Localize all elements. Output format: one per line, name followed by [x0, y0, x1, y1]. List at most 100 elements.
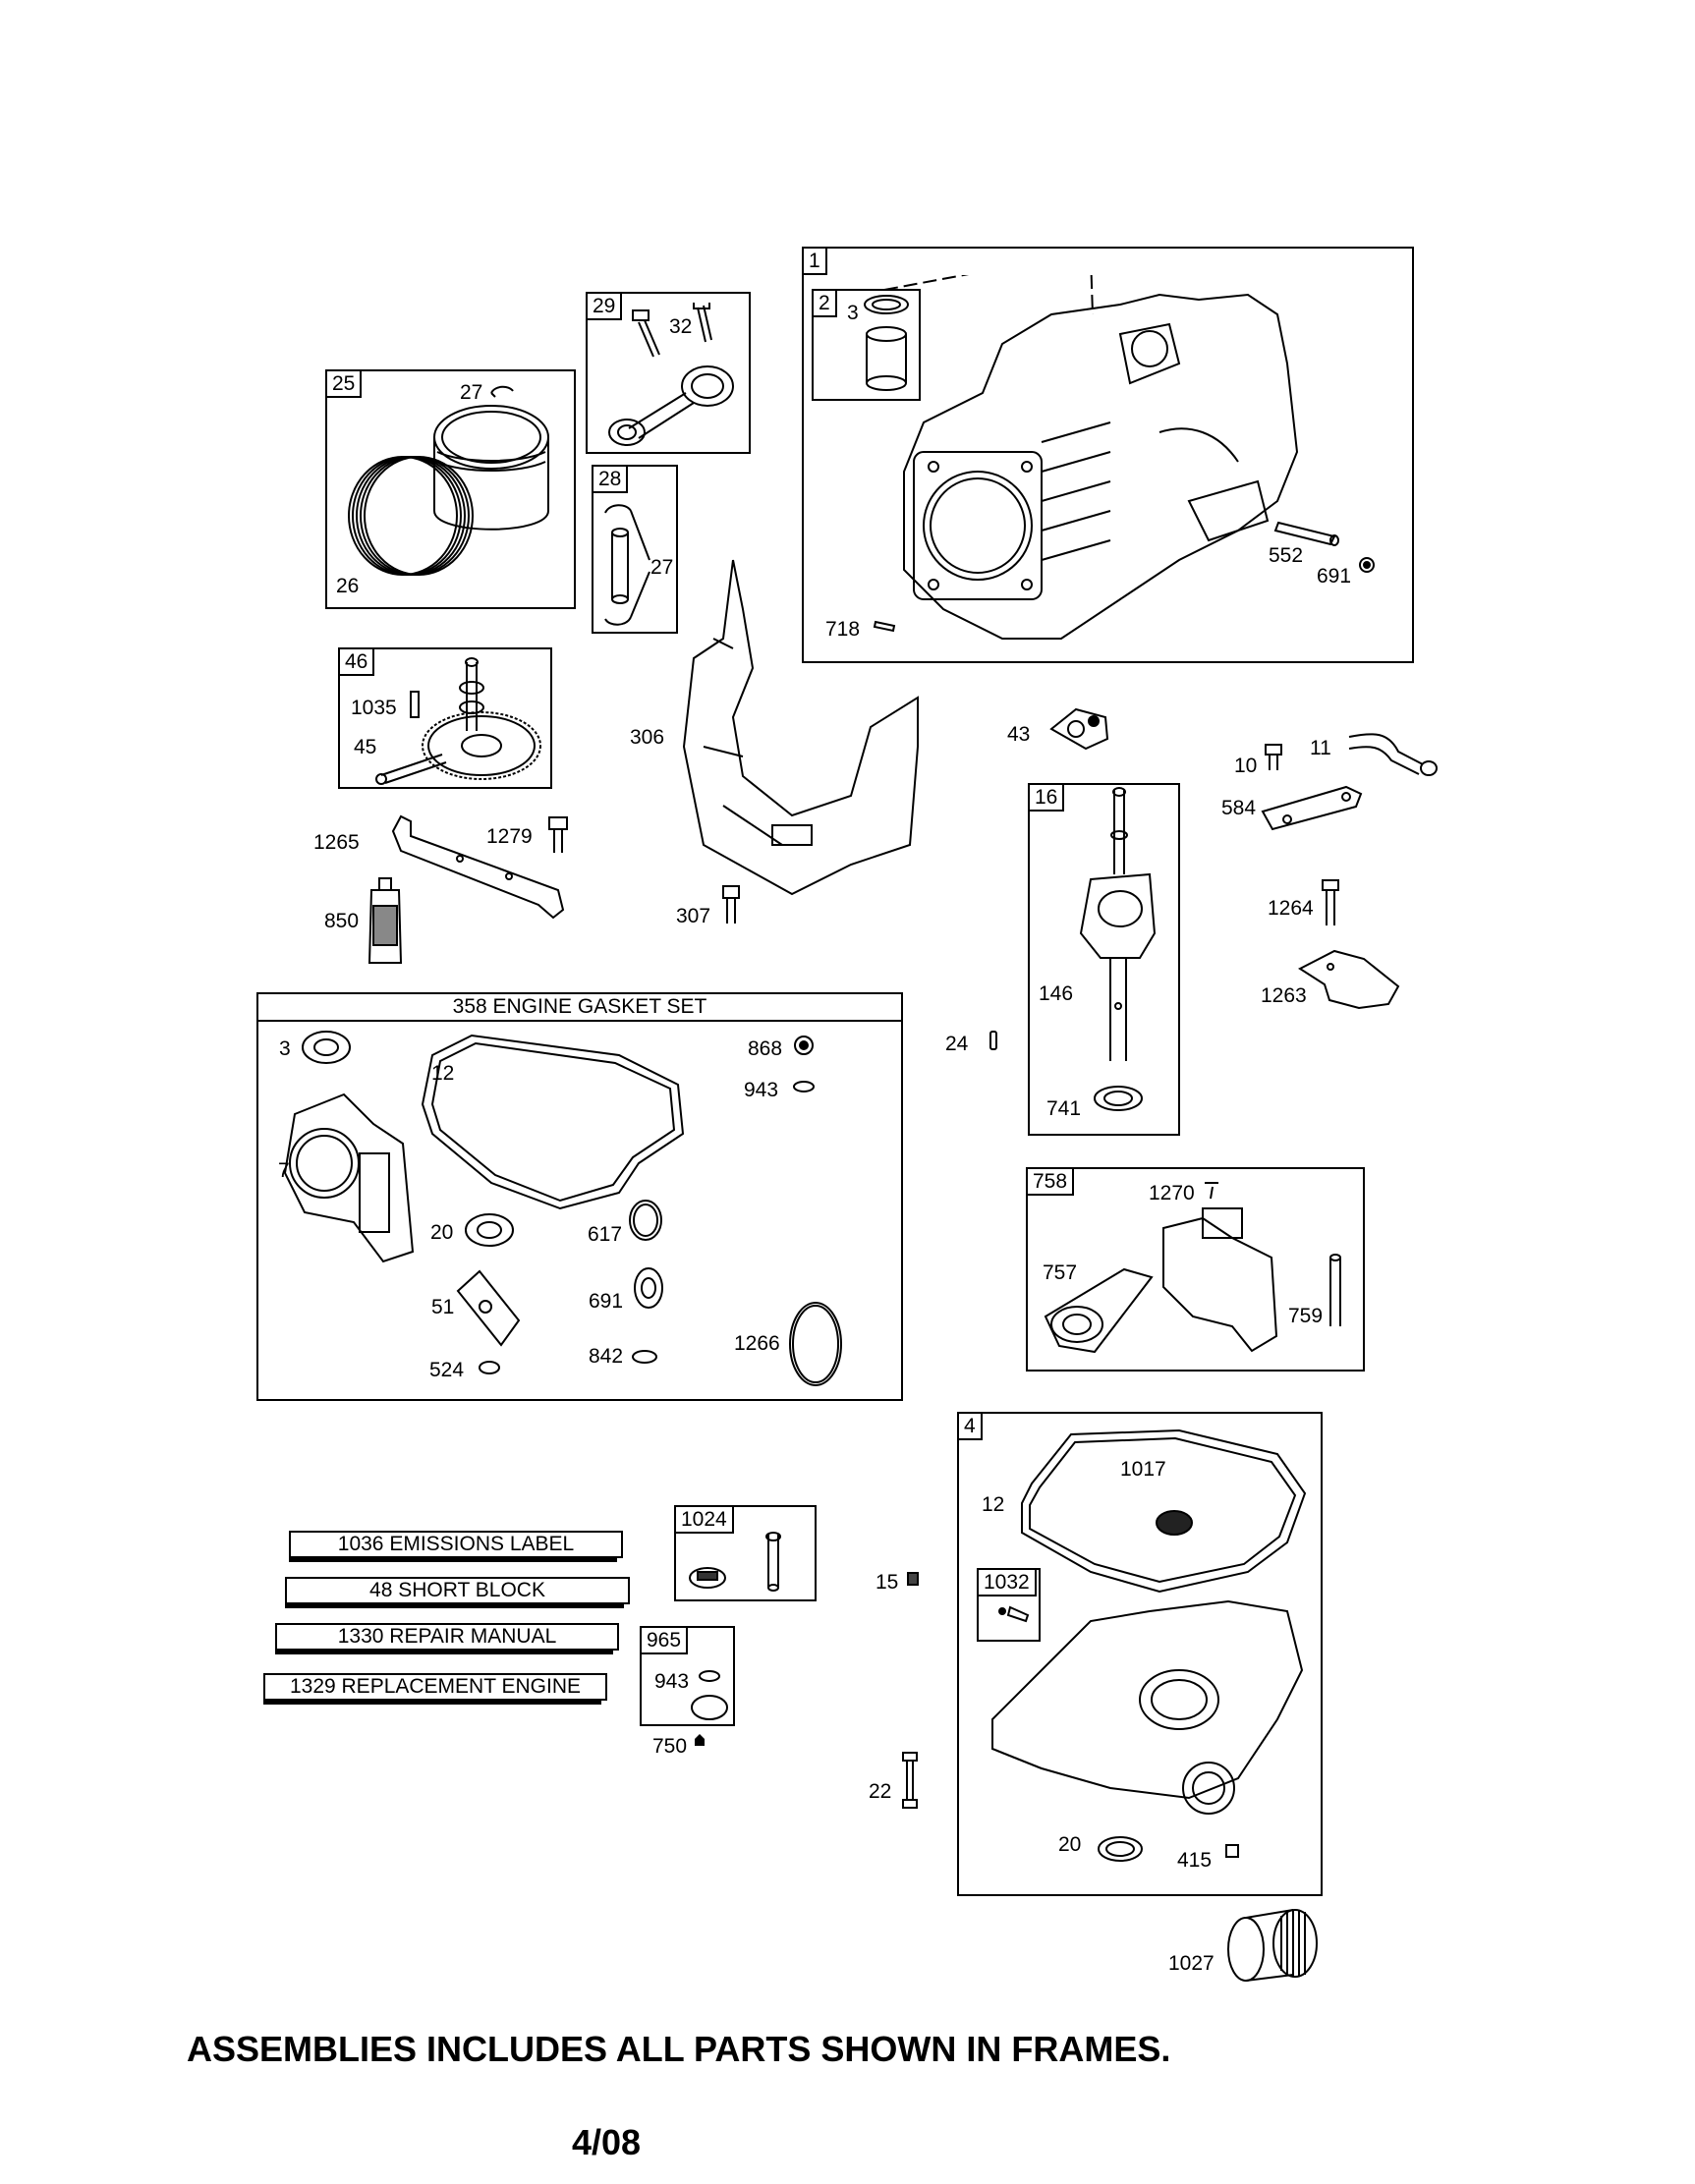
frame-25-piston: 25	[325, 369, 576, 609]
label-27b: 27	[650, 556, 674, 579]
label-718: 718	[825, 618, 861, 641]
frame-number: 1024	[674, 1505, 734, 1534]
label-12b: 12	[982, 1493, 1005, 1516]
breather-tube-11	[1344, 727, 1442, 776]
frame-number: 965	[640, 1626, 689, 1654]
parts-965	[688, 1666, 733, 1723]
frame-46-camshaft: 46	[338, 647, 552, 789]
gasket-label-51: 51	[431, 1296, 455, 1318]
frame-965: 965	[640, 1626, 735, 1726]
gasket-label-691: 691	[589, 1290, 624, 1313]
label-26: 26	[336, 575, 360, 597]
frame-2-cylinder-sleeve: 2	[812, 289, 921, 401]
crankshaft-drawing	[1061, 786, 1169, 1130]
screw-1264	[1321, 878, 1340, 927]
label-750: 750	[652, 1735, 688, 1758]
bracket-1265	[391, 812, 568, 920]
label-1027: 1027	[1168, 1952, 1215, 1975]
label-45: 45	[354, 736, 377, 758]
cylinder-sleeve-drawing	[861, 293, 912, 393]
frame-28-piston-pin: 28	[592, 465, 678, 634]
frame-29-connecting-rod: 29	[586, 292, 751, 454]
gasket-label-524: 524	[429, 1359, 465, 1381]
governor-43	[1046, 700, 1115, 754]
screw-22	[900, 1751, 920, 1810]
label-3: 3	[847, 302, 859, 324]
piston-drawing	[344, 393, 570, 589]
label-1270: 1270	[1149, 1182, 1195, 1204]
pickup-drawing	[1036, 1179, 1360, 1366]
label-146: 146	[1039, 982, 1074, 1005]
frame-number: 28	[592, 465, 629, 493]
frame-4-sump: 4	[957, 1412, 1323, 1896]
screw-1279	[546, 815, 570, 855]
frame-number: 29	[586, 292, 623, 320]
retainer-clip-27	[487, 383, 517, 399]
frame-number: 1	[802, 247, 827, 275]
breather-584	[1258, 782, 1366, 831]
replacement-engine-box: 1329 REPLACEMENT ENGINE	[263, 1673, 607, 1705]
label-759: 759	[1288, 1305, 1324, 1327]
label-32: 32	[669, 315, 693, 338]
label-307: 307	[676, 905, 711, 927]
frame-number: 2	[812, 289, 837, 317]
footer-note: ASSEMBLIES INCLUDES ALL PARTS SHOWN IN F…	[187, 2029, 1171, 2069]
label-1035: 1035	[351, 697, 397, 719]
oil-filter-1027	[1224, 1906, 1323, 1987]
pin-24	[989, 1030, 998, 1051]
label-22: 22	[869, 1780, 892, 1803]
label-1017: 1017	[1120, 1458, 1166, 1481]
screw-307	[721, 884, 741, 925]
label-1264: 1264	[1268, 897, 1314, 920]
gasket-set-title: 358 ENGINE GASKET SET	[452, 995, 707, 1018]
footer-date: 4/08	[572, 2122, 642, 2162]
frame-1024: 1024	[674, 1505, 817, 1601]
repair-manual-box: 1330 REPAIR MANUAL	[275, 1623, 619, 1654]
label-10: 10	[1234, 755, 1258, 777]
label-584: 584	[1221, 797, 1257, 819]
label-43: 43	[1007, 723, 1031, 746]
gasket-label-943: 943	[744, 1079, 779, 1101]
label-306: 306	[630, 726, 665, 749]
frame-number: 25	[325, 369, 363, 398]
label-415: 415	[1177, 1849, 1213, 1872]
frame-16-crankshaft: 16	[1028, 783, 1180, 1136]
gasket-set-drawing	[265, 1026, 894, 1395]
gasket-label-20: 20	[430, 1221, 454, 1244]
frame-number: 1032	[977, 1568, 1037, 1596]
short-block-box: 48 SHORT BLOCK	[285, 1577, 630, 1608]
plate-1263	[1295, 949, 1403, 1010]
frame-1032-sump-plugs: 1032	[977, 1568, 1041, 1642]
label-1263: 1263	[1261, 984, 1307, 1007]
connecting-rod-drawing	[599, 303, 745, 448]
label-691: 691	[1317, 565, 1352, 588]
frame-1-cylinder-block: 1	[802, 247, 1414, 663]
gasket-label-12: 12	[431, 1062, 455, 1085]
label-27: 27	[460, 381, 483, 404]
label-741: 741	[1046, 1097, 1082, 1120]
gasket-label-617: 617	[588, 1223, 623, 1246]
screw-15	[907, 1572, 919, 1586]
label-1265: 1265	[313, 831, 360, 854]
gasket-label-7: 7	[278, 1159, 290, 1182]
emissions-label-box: 1036 EMISSIONS LABEL	[289, 1531, 623, 1562]
frame-number: 16	[1028, 783, 1065, 812]
label-11: 11	[1310, 737, 1331, 759]
gasket-label-868: 868	[748, 1037, 783, 1060]
label-20b: 20	[1058, 1833, 1082, 1856]
label-1279: 1279	[486, 825, 533, 848]
label-943b: 943	[654, 1670, 690, 1693]
sump-drawing	[963, 1425, 1317, 1886]
part-750	[694, 1733, 706, 1747]
gasket-label-842: 842	[589, 1345, 624, 1368]
label-850: 850	[324, 910, 360, 932]
frame-758-pickup: 758	[1026, 1167, 1365, 1372]
cylinder-block-drawing	[865, 275, 1356, 648]
plug-691	[1358, 556, 1376, 574]
gasket-label-1266: 1266	[734, 1332, 780, 1355]
air-guide-306	[674, 550, 920, 904]
frame-number: 4	[957, 1412, 983, 1440]
piston-pin-drawing	[595, 501, 654, 629]
gasket-set-title-bar: 358 ENGINE GASKET SET	[256, 992, 903, 1022]
label-552: 552	[1269, 544, 1304, 567]
